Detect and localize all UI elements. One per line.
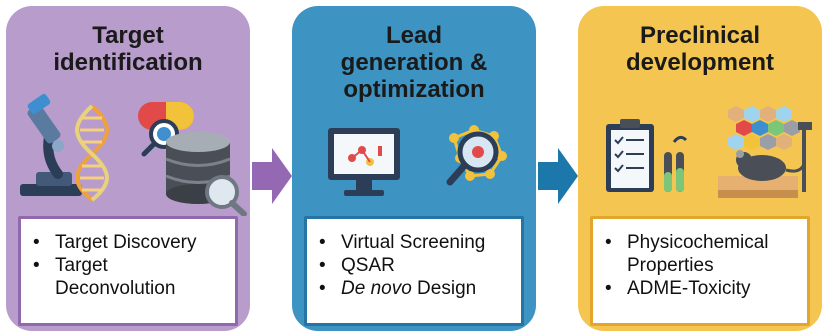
italic-term: De novo: [341, 278, 412, 299]
bullet-list: Virtual Screening QSAR De novo Design: [307, 219, 521, 300]
magnifier-icon: [205, 175, 247, 216]
list-item: Virtual Screening: [317, 231, 513, 254]
list-item: QSAR: [317, 254, 513, 277]
list-item: De novo Design: [317, 277, 513, 300]
lab-rat-icon: [718, 122, 812, 198]
stage-target-identification: Target identification: [6, 6, 250, 331]
test-tubes-icon: [664, 135, 688, 192]
bullet-list: Physicochemical Properties ADME-Toxicity: [593, 219, 807, 300]
right-arrow-icon: [252, 148, 292, 204]
stage-preclinical-development: Preclinical development: [578, 6, 822, 331]
list-item: ADME-Toxicity: [603, 277, 799, 300]
target-identification-illustration: [20, 93, 247, 216]
dna-helix-icon: [75, 104, 109, 202]
capsule-magnifier-icon: [138, 102, 194, 157]
stage-title: Preclinical development: [625, 22, 775, 76]
right-arrow-icon: [538, 148, 578, 204]
bullet-box: Virtual Screening QSAR De novo Design: [304, 216, 524, 326]
list-item: Target Discovery: [31, 231, 227, 254]
preclinical-illustration: [606, 106, 812, 198]
item-suffix: Design: [411, 278, 477, 299]
stage-lead-generation: Lead generation & optimization: [292, 6, 536, 331]
list-item: Target Deconvolution: [31, 254, 227, 300]
clipboard-checklist-icon: [606, 119, 654, 192]
monitor-molecule-icon: [328, 128, 400, 196]
microscope-icon: [20, 93, 82, 196]
hexagon-grid-icon: [728, 106, 800, 150]
bullet-box: Physicochemical Properties ADME-Toxicity: [590, 216, 810, 326]
stage-title: Target identification: [53, 22, 203, 76]
stage-title: Lead generation & optimization: [340, 22, 488, 103]
lead-generation-illustration: [328, 125, 507, 196]
molecule-magnifier-icon: [446, 125, 507, 186]
list-item: Physicochemical Properties: [603, 231, 799, 277]
bullet-list: Target Discovery Target Deconvolution: [21, 219, 235, 300]
bullet-box: Target Discovery Target Deconvolution: [18, 216, 238, 326]
